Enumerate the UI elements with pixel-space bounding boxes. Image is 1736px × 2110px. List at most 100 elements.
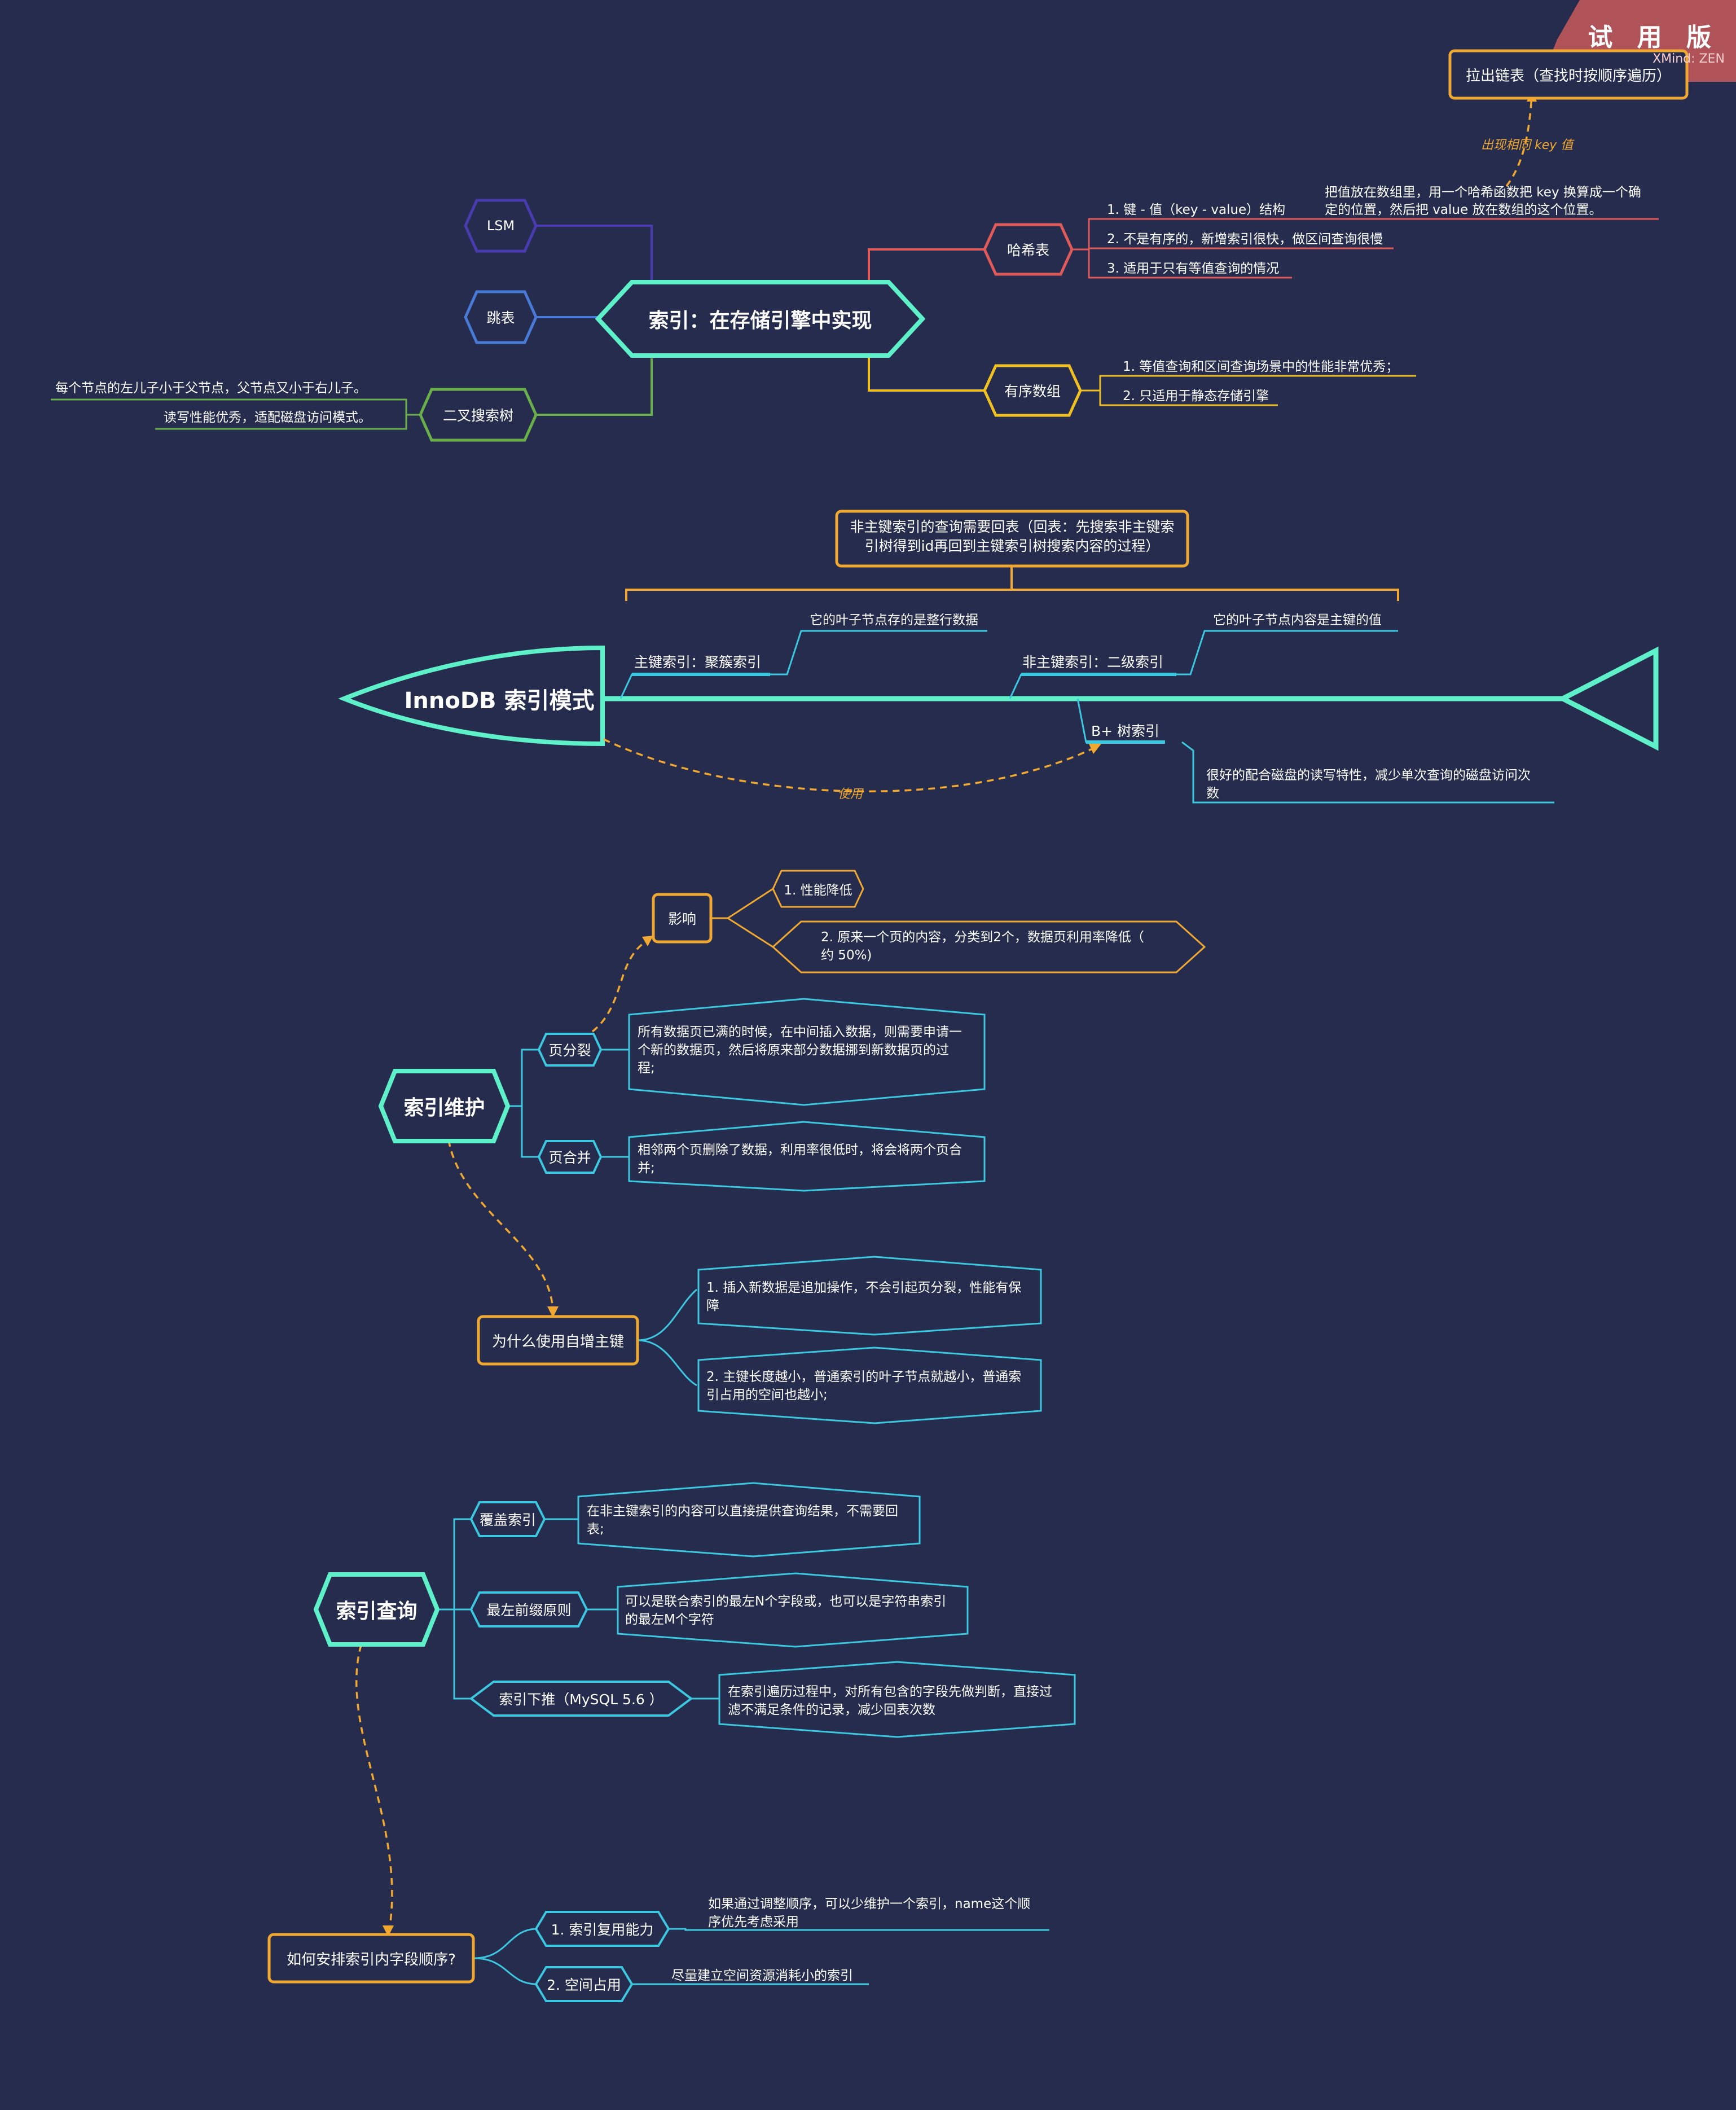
impact-item-2 [771,920,1206,973]
skiplist-label: 跳表 [486,310,515,326]
cover-connector [439,1518,471,1611]
prefix-note-box [617,1572,969,1648]
innodb-head-node[interactable] [338,645,605,747]
section1-center-label: 索引：在存储引擎中实现 [648,309,872,332]
reuse-note-1: 如果通过调整顺序，可以少维护一个索引，name这个顺 [708,1897,1031,1911]
impact-item-1 [772,870,864,908]
query-order-link [355,1644,393,1931]
split-node[interactable] [537,1033,603,1067]
split-note-2: 个新的数据页，然后将原来部分数据挪到新数据页的过 [638,1043,949,1058]
reuse-node[interactable] [534,1911,670,1947]
split-impact-arrow [642,936,653,946]
primary-branch [619,673,770,699]
merge-node[interactable] [537,1140,603,1174]
merge-label: 页合并 [548,1150,591,1166]
section3-center-label: 索引维护 [403,1096,485,1120]
auto-item-connector-1 [637,1288,697,1341]
hash-item-line-3 [1072,248,1292,279]
split-note-3: 程; [638,1061,655,1076]
use-link [603,738,1095,793]
lsm-connector [536,225,653,305]
auto-item-2-line-2: 引占用的空间也越小; [706,1388,828,1402]
hash-node[interactable] [983,223,1074,276]
auto-item-2-line-1: 2. 主键长度越小，普通索引的叶子节点就越小，普通索 [706,1370,1022,1384]
watermark-brand: XMind: ZEN [1653,52,1725,66]
pushdown-node[interactable] [469,1681,693,1717]
pushdown-note-box [718,1661,1076,1738]
prefix-note-1: 可以是联合索引的最左N个字段或，也可以是字符串索引 [625,1594,947,1609]
summary-line-2: 引树得到id再回到主键索引树搜索内容的过程） [864,538,1160,554]
pushdown-note-1: 在索引遍历过程中，对所有包含的字段先做判断，直接过 [728,1685,1052,1699]
reuse-connector [473,1928,537,1959]
bst-node[interactable] [419,388,538,442]
section4-center-node[interactable] [313,1572,440,1647]
impact-item-1-label: 1. 性能降低 [784,883,852,898]
section1-center-node[interactable] [595,280,926,358]
primary-note: 它的叶子节点存的是整行数据 [810,613,978,628]
lsm-node[interactable] [464,199,538,253]
sorted-item-2: 2. 只适用于静态存储引擎 [1123,389,1269,403]
sorted-label: 有序数组 [1004,383,1061,400]
hash-item-1: 1. 键 - 值（key - value）结构 [1107,203,1286,217]
hash-label: 哈希表 [1007,242,1049,258]
auto-node[interactable] [477,1315,639,1366]
reuse-note-line [669,1928,1049,1931]
use-link-label: 使用 [838,787,863,801]
chain-node[interactable] [1448,49,1689,100]
space-label: 2. 空间占用 [547,1977,621,1993]
innodb-head-label: InnoDB 索引模式 [404,688,595,714]
impact-node[interactable] [652,893,713,944]
section3-center-node[interactable] [378,1069,511,1143]
use-arrow [1089,744,1101,754]
prefix-node[interactable] [469,1591,588,1628]
innodb-tail [1557,646,1659,751]
order-node[interactable] [267,1933,475,1984]
cover-note-1: 在非主键索引的内容可以直接提供查询结果，不需要回 [587,1504,898,1519]
split-impact-link [591,938,649,1033]
summary-node[interactable] [835,510,1189,568]
impact-label: 影响 [667,911,696,927]
impact-item-2-line-1: 2. 原来一个页的内容，分类到2个，数据页利用率降低（ [821,930,1144,945]
bplus-note-1: 很好的配合磁盘的读写特性，减少单次查询的磁盘访问次 [1206,768,1531,783]
cover-note-box [577,1482,921,1558]
merge-note-1: 相邻两个页删除了数据，利用率很低时，将会将两个页合 [638,1143,962,1157]
bst-connector [536,358,653,416]
hash-item-2: 2. 不是有序的，新增索引很快，做区间查询很慢 [1107,232,1383,247]
bst-note-1: 每个节点的左儿子小于父节点，父节点又小于右儿子。 [55,381,367,396]
lsm-label: LSM [486,218,515,234]
summary-line-1: 非主键索引的查询需要回表（回表：先搜索非主键索 [850,519,1175,535]
reuse-label: 1. 索引复用能力 [551,1922,654,1938]
bplus-note-2: 数 [1206,786,1219,801]
sorted-node[interactable] [983,364,1082,417]
hash-link-label: 出现相同 key 值 [1481,138,1574,152]
sorted-item-1: 1. 等值查询和区间查询场景中的性能非常优秀； [1123,359,1399,374]
secondary-note-line [1176,630,1398,675]
query-order-arrow [383,1925,394,1937]
impact-item-2-line-2: 约 50%) [821,948,872,963]
summary-bracket [625,589,1399,601]
split-note-box [628,998,986,1106]
primary-label: 主键索引：聚簇索引 [634,654,762,670]
cover-node[interactable] [469,1501,546,1537]
auto-item-box-2 [697,1346,1042,1424]
skiplist-node[interactable] [464,290,538,344]
prefix-note-2: 的最左M个字符 [625,1612,714,1627]
bst-note-line-2 [155,414,420,430]
auto-item-1-line-2: 障 [706,1299,719,1313]
auto-item-connector-2 [637,1339,697,1387]
hash-item-line-2 [1072,247,1394,251]
section4-center-label: 索引查询 [336,1600,417,1623]
split-label: 页分裂 [548,1042,591,1059]
bplus-label: B+ 树索引 [1091,723,1160,739]
space-node[interactable] [534,1966,634,2002]
sorted-item-line-2 [1080,389,1278,406]
chain-label: 拉出链表（查找时按顺序遍历） [1465,67,1671,85]
prefix-label: 最左前缀原则 [486,1602,572,1618]
secondary-label: 非主键索引：二级索引 [1022,654,1164,670]
maintenance-auto-arrow [547,1306,559,1318]
maintenance-auto-link [447,1139,554,1310]
impact-item-connector-2 [727,917,773,948]
merge-note-2: 并; [638,1161,655,1175]
bst-label: 二叉搜索树 [442,407,513,424]
auto-label: 为什么使用自增主键 [491,1333,624,1350]
